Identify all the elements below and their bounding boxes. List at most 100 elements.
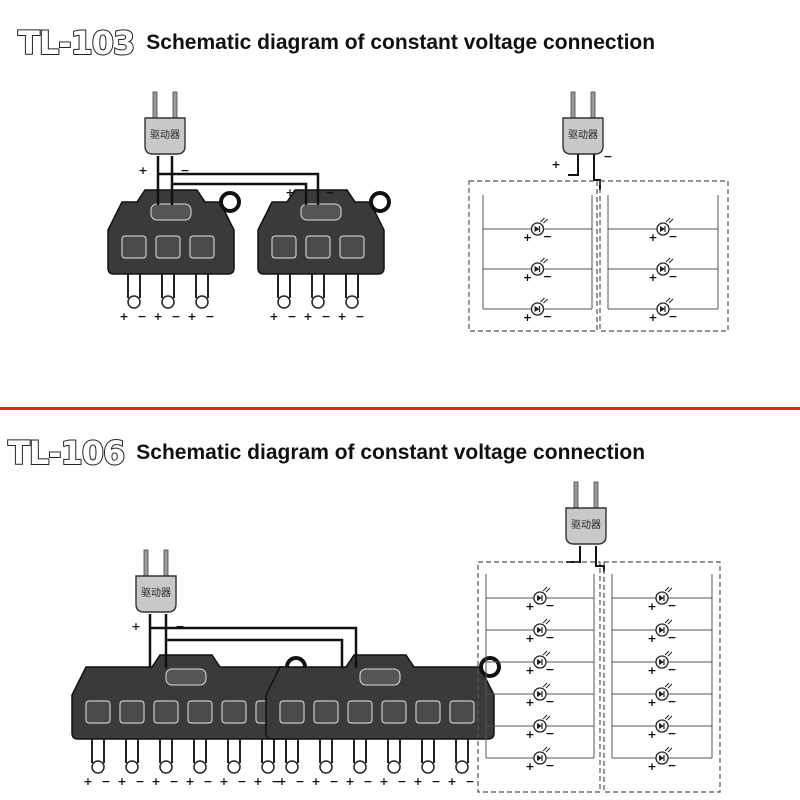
minus-sign: −	[363, 775, 372, 788]
outlet-socket	[313, 700, 339, 724]
outlet-socket	[221, 700, 247, 724]
block-housing	[265, 654, 495, 740]
led-arrows	[665, 257, 674, 264]
driver-body	[565, 507, 607, 545]
plus-sign: +	[345, 775, 354, 788]
plus-sign: +	[551, 158, 560, 171]
input-socket	[300, 203, 342, 221]
plug-prong	[573, 481, 579, 511]
led-bulb	[319, 760, 333, 774]
plus-sign: +	[379, 775, 388, 788]
minus-sign: −	[431, 775, 440, 788]
led-arrows	[664, 682, 673, 689]
led-arrows	[542, 682, 551, 689]
driver-wire	[156, 156, 174, 205]
led-symbol: +−	[525, 682, 555, 709]
plus-sign: +	[523, 271, 532, 284]
minus-sign: −	[545, 599, 554, 612]
led-symbol: +−	[525, 586, 555, 613]
driver-plug: 驱动器	[135, 549, 177, 613]
minus-sign: −	[543, 270, 552, 283]
led-triangle	[534, 226, 540, 232]
driver-body	[135, 575, 177, 613]
led-symbol: +−	[525, 714, 555, 741]
led-bulb	[261, 760, 275, 774]
minus-sign: −	[237, 775, 246, 788]
outlet-socket	[189, 235, 215, 259]
mount-hole	[479, 656, 501, 678]
led-symbol: +−	[647, 714, 677, 741]
plus-sign: +	[153, 310, 162, 323]
driver-plug: 驱动器	[144, 91, 186, 155]
led-triangle	[537, 627, 542, 633]
driver-plug: 驱动器	[565, 481, 607, 545]
plus-sign: +	[253, 775, 262, 788]
led-triangle	[659, 659, 664, 665]
driver-wire	[566, 546, 605, 572]
led-triangle	[660, 226, 665, 232]
outlet-socket	[449, 700, 475, 724]
minus-sign: −	[271, 775, 280, 788]
plus-sign: +	[525, 600, 534, 613]
led-bulb	[353, 760, 367, 774]
driver-label: 驱动器	[141, 587, 171, 599]
plus-sign: +	[648, 311, 657, 324]
plus-sign: +	[647, 728, 656, 741]
plus-sign: +	[413, 775, 422, 788]
circuit-frame	[599, 180, 729, 332]
led-arrows	[540, 297, 548, 304]
plug-prong	[593, 481, 599, 511]
tl106-diagram: 驱动器+−+−+−+−+−+−+−+−+−+−+−+−+−驱动器+−+−+−+−…	[71, 481, 721, 793]
led-arrows	[665, 217, 674, 224]
plus-sign: +	[138, 164, 147, 177]
plus-sign: +	[277, 775, 286, 788]
led-symbol: +−	[525, 618, 555, 645]
outlet-socket	[381, 700, 407, 724]
minus-sign: −	[171, 310, 180, 323]
plug-prong	[163, 549, 169, 579]
plus-sign: +	[525, 728, 534, 741]
minus-sign: −	[465, 775, 474, 788]
driver-wire	[568, 154, 601, 190]
led-arrows	[540, 217, 548, 224]
chain-wire	[158, 172, 320, 205]
minus-sign: −	[667, 695, 676, 708]
led-arrows	[542, 714, 551, 721]
plus-sign: +	[303, 310, 312, 323]
outlet-socket	[85, 700, 111, 724]
minus-sign: −	[325, 186, 334, 199]
driver-plug: 驱动器	[562, 91, 604, 155]
minus-sign: −	[287, 310, 296, 323]
outlet-socket	[121, 235, 147, 259]
led-arrows	[542, 746, 551, 753]
minus-sign: −	[543, 310, 552, 323]
minus-sign: −	[667, 631, 676, 644]
minus-sign: −	[329, 775, 338, 788]
led-triangle	[537, 691, 542, 697]
outlet-socket	[305, 235, 331, 259]
splitter-block: +−+−+−+−+−+−	[71, 654, 307, 788]
led-symbol: +−	[523, 257, 552, 284]
minus-sign: −	[135, 775, 144, 788]
led-arrows	[664, 746, 673, 753]
led-arrows	[664, 618, 673, 625]
led-symbol: +−	[647, 618, 677, 645]
plug-prong	[143, 549, 149, 579]
driver-label: 驱动器	[571, 519, 601, 531]
minus-sign: −	[545, 759, 554, 772]
driver-label: 驱动器	[150, 129, 180, 141]
plus-sign: +	[285, 186, 294, 199]
led-symbol: +−	[647, 682, 677, 709]
led-triangle	[660, 306, 665, 312]
minus-sign: −	[205, 310, 214, 323]
led-bulb	[127, 295, 141, 309]
plus-sign: +	[647, 760, 656, 773]
led-triangle	[659, 691, 664, 697]
minus-sign: −	[543, 230, 552, 243]
minus-sign: −	[355, 310, 364, 323]
input-socket	[150, 203, 192, 221]
outlet-socket	[153, 700, 179, 724]
plus-sign: +	[151, 775, 160, 788]
led-triangle	[659, 595, 664, 601]
